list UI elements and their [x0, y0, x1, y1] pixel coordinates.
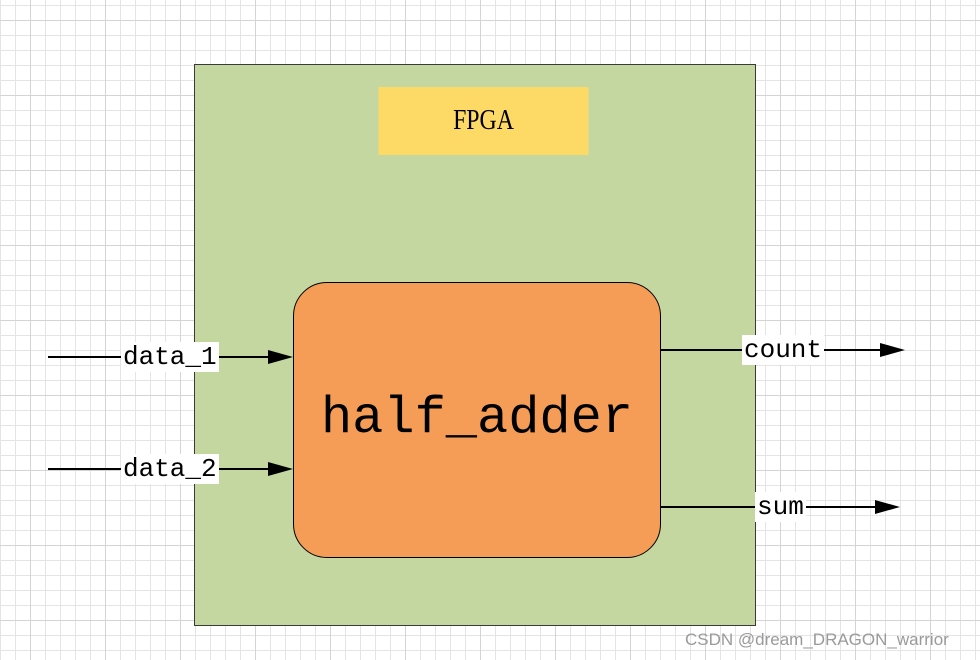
module-label: half_adder: [320, 388, 634, 448]
input-label-data-2: data_2: [121, 454, 219, 484]
half-adder-module: half_adder: [293, 282, 661, 558]
input-label-data-1: data_1: [121, 342, 219, 372]
watermark: CSDN @dream_DRAGON_warrior: [685, 630, 949, 649]
arrowhead-icon: [268, 350, 293, 364]
arrowhead-icon: [880, 343, 905, 357]
output-label-sum: sum: [755, 492, 806, 522]
output-label-count: count: [742, 335, 825, 365]
fpga-label-box: FPGA: [378, 87, 589, 155]
arrowhead-icon: [268, 462, 293, 476]
fpga-label: FPGA: [453, 105, 514, 136]
arrowhead-icon: [875, 500, 900, 514]
